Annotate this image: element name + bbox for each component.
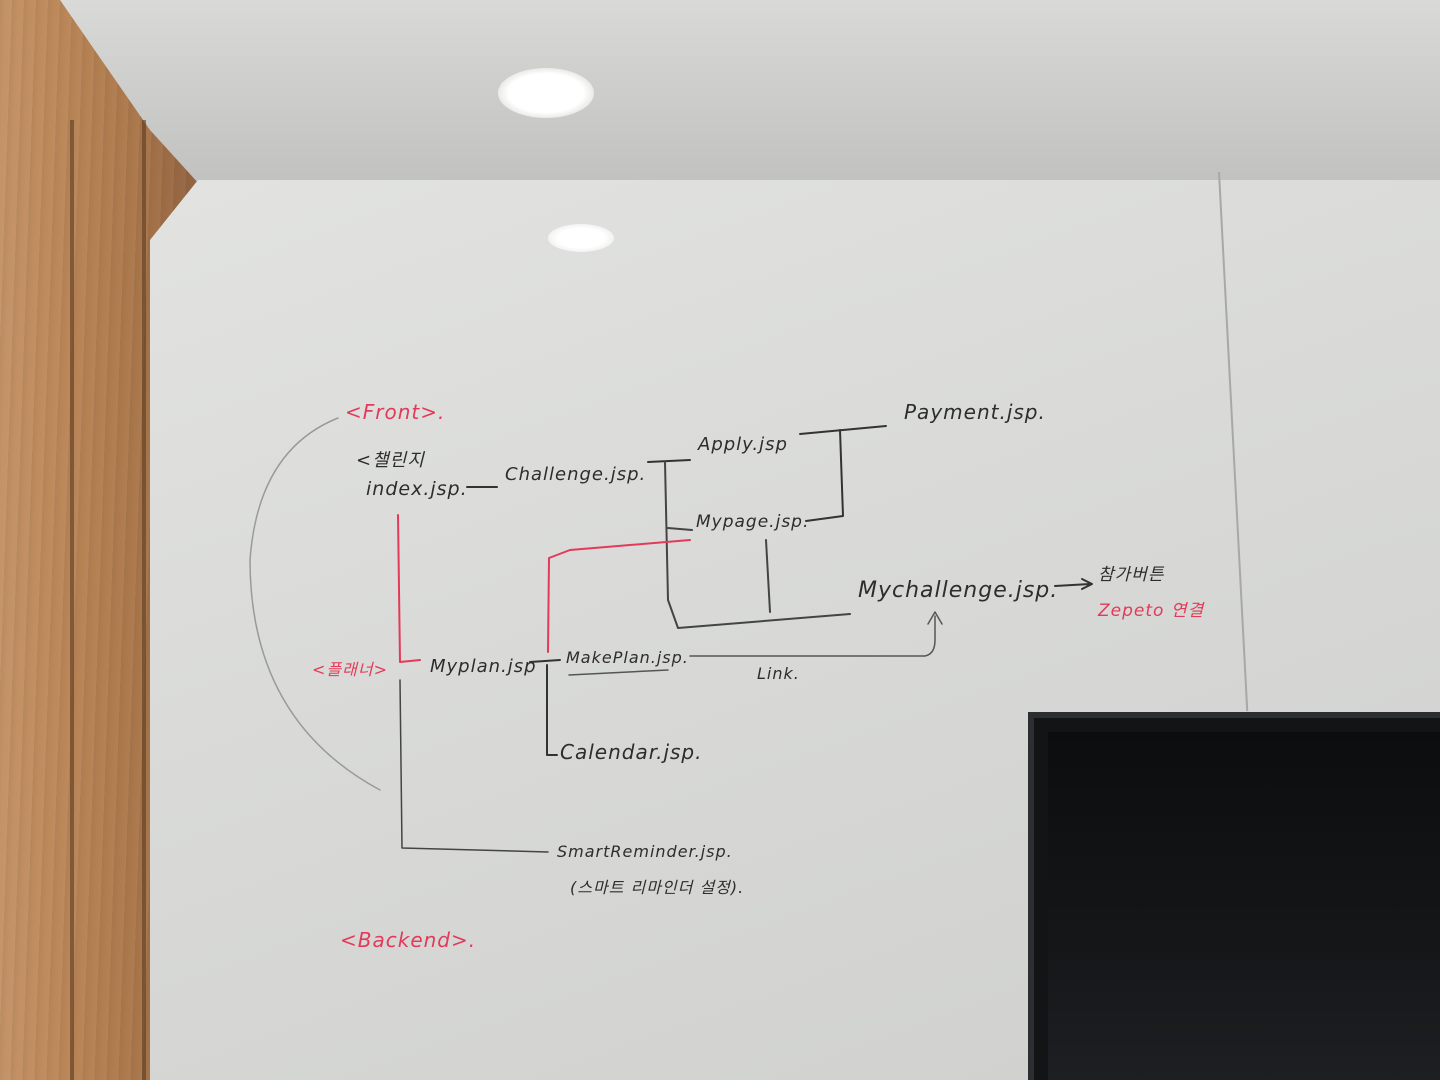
challenge-group-label: <챌린지 [356, 450, 425, 471]
line-link-mychallenge [689, 611, 943, 657]
line-makeplan-calendar [546, 664, 558, 756]
faint-curve [249, 417, 381, 791]
line-planner-reminder [399, 679, 549, 853]
ceiling-light [498, 68, 594, 118]
line-branch-vertical [664, 461, 851, 629]
line-mychallenge-arrow [1054, 578, 1093, 590]
makeplan-page: MakePlan.jsp. [566, 648, 689, 667]
wood-panel-seam [142, 120, 146, 1080]
smartreminder-note: (스마트 리마인더 설정). [570, 878, 745, 897]
join-button-note: 참가버튼 [1098, 565, 1165, 585]
calendar-page: Calendar.jsp. [560, 740, 703, 764]
mychallenge-page: Mychallenge.jsp. [858, 578, 1059, 603]
line-challenge-apply [647, 459, 691, 463]
line-apply-payment [799, 425, 887, 435]
index-page: index.jsp. [366, 478, 468, 500]
backend-heading: <Backend>. [340, 928, 477, 952]
front-heading: <Front>. [345, 400, 446, 424]
tv-screen [1048, 732, 1440, 1080]
mypage-page: Mypage.jsp. [696, 512, 810, 532]
wall-tv [1028, 712, 1440, 1080]
line-index-planner [397, 514, 421, 663]
myplan-page: Myplan.jsp [430, 656, 537, 677]
zepeto-link-note: Zepeto 연결 [1098, 601, 1205, 621]
planner-group-label: <플래너> [312, 660, 388, 679]
apply-page: Apply.jsp [698, 434, 788, 455]
wood-panel-seam [70, 120, 74, 1080]
payment-page: Payment.jsp. [904, 400, 1046, 424]
line-payment-mypage [805, 429, 844, 522]
challenge-page: Challenge.jsp. [505, 464, 647, 485]
link-label: Link. [757, 664, 800, 683]
ceiling [0, 0, 1440, 200]
light-reflection [548, 224, 614, 252]
line-mypage-down [765, 539, 771, 613]
line-branch-mypage [667, 527, 693, 531]
line-makeplan-mypage [547, 539, 691, 653]
line-makeplan-underline [568, 669, 669, 676]
smartreminder-page: SmartReminder.jsp. [557, 842, 733, 861]
line-myplan-makeplan [529, 659, 561, 663]
